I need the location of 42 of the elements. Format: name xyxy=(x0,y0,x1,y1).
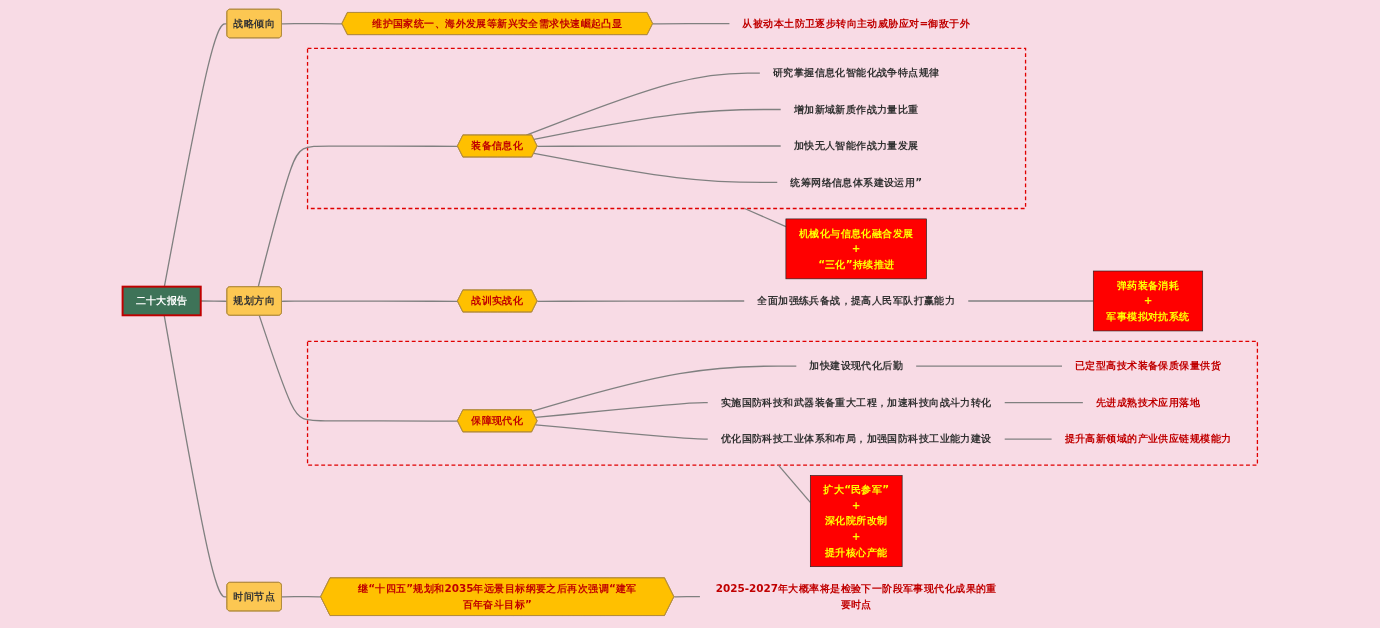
connector xyxy=(1004,438,1053,440)
connector xyxy=(915,365,1063,367)
cluster xyxy=(306,47,1027,210)
node-text: 先进成熟技术应用落地 xyxy=(1095,396,1201,409)
node-text: 加快建设现代化后勤 xyxy=(809,359,904,372)
node-text: 统筹网络信息体系建设运用” xyxy=(790,175,923,189)
node-text: 加快无人智能作战力量发展 xyxy=(793,139,919,152)
connector xyxy=(536,300,745,302)
connector xyxy=(257,145,459,288)
node-box: 弹药装备消耗 + 军事模拟对抗系统 xyxy=(1092,270,1204,332)
connector xyxy=(533,152,778,184)
connector xyxy=(533,108,782,140)
node-box: 机械化与信息化融合发展 + “三化”持续推进 xyxy=(785,218,927,280)
node-text: 实施国防科技和武器装备重大工程，加速科技向战斗力转化 xyxy=(720,396,992,409)
connector xyxy=(281,596,322,598)
connector xyxy=(967,300,1094,302)
node-box: 二十大报告 xyxy=(121,285,202,317)
cluster xyxy=(306,340,1259,466)
connector xyxy=(652,22,731,25)
connector xyxy=(534,424,709,440)
connector xyxy=(281,22,343,25)
node-text: 2025-2027年大概率将是检验下一阶段军事现代化成果的重要时点 xyxy=(715,582,997,611)
connector xyxy=(743,207,787,228)
node-text: 从被动本土防卫逐步转向主动威胁应对=御敌于外 xyxy=(742,17,971,30)
connector xyxy=(536,145,782,147)
node-text: 全面加强练兵备战，提高人民军队打赢能力 xyxy=(757,294,956,307)
connector xyxy=(163,314,228,598)
node-text: 已定型高技术装备保质保量供货 xyxy=(1075,359,1221,372)
node-text: 研究掌握信息化智能化战争特点规律 xyxy=(772,66,940,79)
connector xyxy=(258,315,459,422)
node-box: 扩大“民参军” + 深化院所改制 + 提升核心产能 xyxy=(810,475,903,567)
node-text: 优化国防科技工业体系和布局，加强国防科技工业能力建设 xyxy=(720,432,992,445)
connector xyxy=(534,401,709,419)
connector xyxy=(531,365,797,412)
connector xyxy=(281,300,459,302)
connector xyxy=(200,300,228,302)
connector xyxy=(163,23,228,288)
connector xyxy=(777,464,811,504)
connector xyxy=(673,596,701,598)
connector xyxy=(1004,401,1084,404)
node-text: 提升高新领域的产业供应链规模能力 xyxy=(1064,432,1232,445)
node-text: 增加新域新质作战力量比重 xyxy=(793,102,919,116)
